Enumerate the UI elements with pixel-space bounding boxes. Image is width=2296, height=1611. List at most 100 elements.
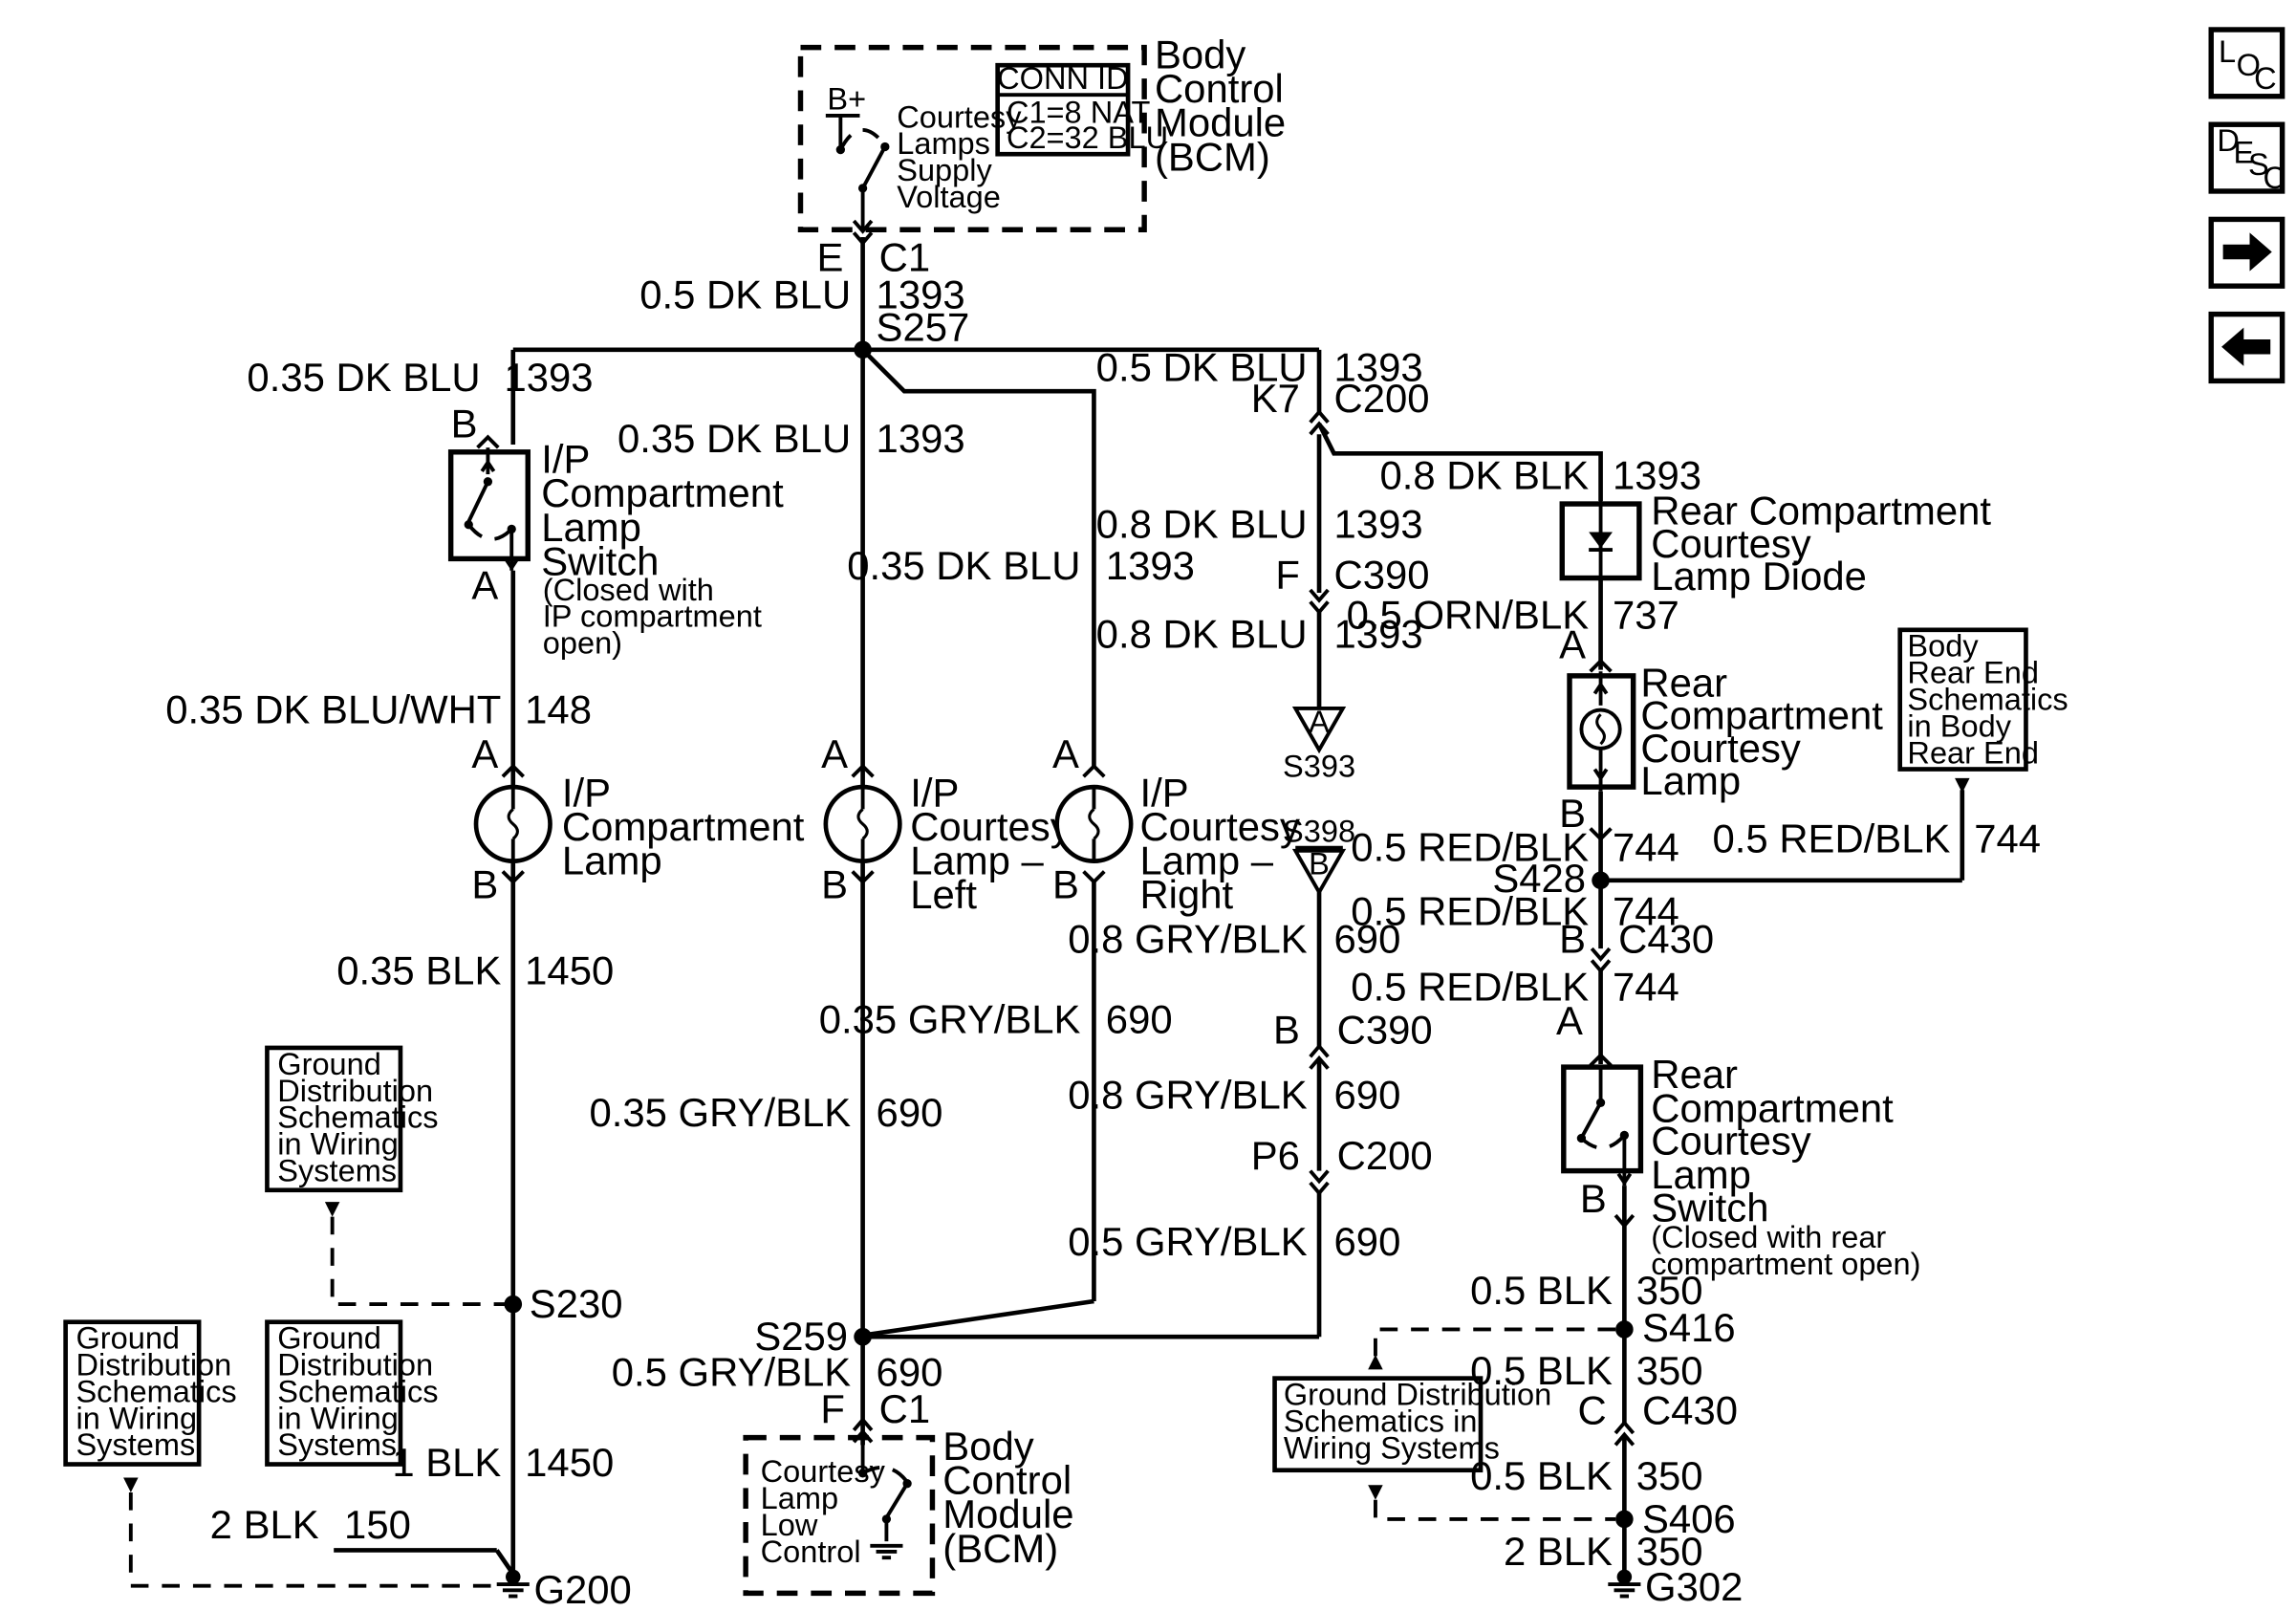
offpage-ref-b[interactable]: S398 B (1283, 814, 1355, 897)
ip-switch-title-0-label: I/P (541, 436, 590, 481)
courtesy-right-circuit-out-label: 690 (1106, 996, 1173, 1041)
ground-left-ref-box-2-label: Schematics (277, 1374, 438, 1408)
bcm-top-title-1-label: Control (1155, 66, 1284, 111)
ip-switch-note-0-label: (Closed with (543, 573, 714, 607)
ip-lamp-wire-out-label: 0.35 BLK (336, 947, 501, 992)
bcm-bottom-pin-label: F (820, 1386, 845, 1431)
courtesy-left-title-2-label: Lamp – (910, 838, 1044, 883)
ground-left-wire-a-label: 1 BLK (392, 1440, 501, 1485)
courtesy-right-wire-out-label: 0.35 GRY/BLK (819, 996, 1081, 1041)
diode-circuit-out-label: 737 (1613, 592, 1679, 637)
rear-switch-pin-in-label: A (1556, 998, 1583, 1043)
rear-feed-ref-b-id-label: S398 (1283, 814, 1355, 848)
bcm-top-function-3-label: Voltage (897, 180, 1001, 214)
ip-lamp-circuit-out-label: 1450 (525, 947, 614, 992)
ip-lamp-title-0-label: I/P (562, 770, 611, 815)
ground-distribution-ref-upper[interactable]: Ground Distribution Schematics in Wiring… (265, 1045, 439, 1193)
bcm-bottom-function-1-label: Lamp (761, 1481, 838, 1515)
rear-lamp-title-1-label: Compartment (1640, 693, 1883, 738)
ground-right-circuit2-label: 350 (1636, 1348, 1703, 1393)
body-rear-end-ref[interactable]: Body Rear End Schematics in Body Rear En… (1897, 627, 2069, 772)
diode-wire-out-label: 0.5 ORN/BLK (1347, 592, 1590, 637)
rear-lamp-body-circuit-label: 744 (1974, 816, 2041, 860)
rear-lamp-pin-in-label: A (1559, 621, 1586, 666)
rear-feed-circuit2-label: 1393 (1334, 502, 1423, 547)
rear-lamp-pin-out-label: B (1559, 791, 1586, 836)
bcm-top-title-0-label: Body (1155, 32, 1245, 76)
bcm-bottom: Courtesy Lamp Low Control (743, 1434, 936, 1597)
rear-compartment-courtesy-lamp-diode (1559, 500, 1642, 581)
prev-button[interactable] (2208, 311, 2285, 384)
ground-left-ref-box-3-label: in Wiring (277, 1401, 399, 1435)
ground-right-pin-label: C (1578, 1388, 1607, 1433)
ground-right-wire3-label: 0.5 BLK (1470, 1453, 1613, 1498)
rear-switch-pin-out-label: B (1580, 1176, 1607, 1221)
rear-lamp-body-ref-2-label: Schematics (1907, 683, 2068, 717)
rear-feed-wire6-label: 0.5 GRY/BLK (1068, 1219, 1308, 1264)
splice-s406 (1615, 1510, 1634, 1529)
ground-distribution-ref-left[interactable]: Ground Distribution Schematics in Wiring… (63, 1319, 237, 1467)
rear-compartment-courtesy-lamp-switch (1561, 1064, 1644, 1186)
ip-switch-wire-in-label: 0.35 DK BLU (247, 355, 480, 400)
courtesy-left-circuit-in-label: 1393 (877, 416, 965, 461)
diode-wire-in-label: 0.8 DK BLK (1380, 453, 1590, 498)
courtesy-left-pin-in-label: A (821, 731, 848, 776)
ground-distribution-ref-middle[interactable]: Ground Distribution Schematics in Wiring… (265, 1319, 439, 1467)
ip-lamp-pin-in-label: A (471, 731, 498, 776)
rear-feed-circuit6-label: 690 (1334, 1219, 1401, 1264)
rear-lamp-circuit-out-label: 744 (1613, 825, 1679, 870)
conn-id-header: CONN ID (997, 61, 1128, 96)
rear-compartment-courtesy-lamp (1567, 671, 1636, 792)
bcm-top-pin-label: E (817, 235, 844, 280)
rear-feed-conn4-label: C390 (1337, 1007, 1433, 1052)
ground-distribution-ref-right[interactable]: Ground Distribution Schematics in Wiring… (1272, 1376, 1552, 1473)
ip-switch-circuit-in-label: 1393 (504, 355, 593, 400)
rear-feed-pin5-label: P6 (1251, 1133, 1300, 1178)
bcm-bottom-title-2-label: Module (942, 1491, 1073, 1536)
bcm-top-function-2-label: Supply (897, 153, 992, 187)
bcm-top-conn-rows-1-label: C2=32 BLU (1007, 120, 1168, 155)
ip-compartment-lamp-switch (447, 447, 531, 572)
loc-button[interactable]: L O C (2208, 27, 2285, 99)
rear-lamp-splice-label: S428 (1492, 856, 1586, 901)
bcm-top-function-0-label: Courtesy (897, 99, 1022, 134)
courtesy-left-title-1-label: Courtesy (910, 804, 1071, 849)
rear-lamp-body-ref-3-label: in Body (1907, 708, 2011, 743)
rear-lamp-body-wire-label: 0.5 RED/BLK (1713, 816, 1951, 860)
ground-left-ref-box-4-label: Systems (277, 1153, 397, 1187)
trunk-wire-label: 0.5 DK BLU (639, 272, 851, 316)
rear-lamp-body-ref-1-label: Rear End (1907, 656, 2039, 690)
ip-switch-pin-in-label: B (451, 401, 478, 446)
ground-left-ref-box-2-label: Schematics (277, 1100, 438, 1135)
ground-left-ref-box-1-label: Distribution (277, 1348, 433, 1382)
courtesy-left-wire-out-label: 0.35 GRY/BLK (589, 1090, 851, 1135)
ground-left-splice-label: S230 (530, 1281, 623, 1326)
rear-lamp-title-2-label: Courtesy (1640, 726, 1801, 771)
ground-right-ref-box-2-label: Wiring Systems (1284, 1430, 1500, 1465)
bcm-bottom-connector-label: C1 (879, 1386, 931, 1431)
bcm-top: CONN ID C1=8 NAT C2=32 BLU Body Control … (797, 32, 1286, 232)
rear-lamp-circuit-c-label: 744 (1613, 964, 1679, 1009)
rear-feed-conn5-label: C200 (1337, 1133, 1433, 1178)
courtesy-left-circuit-out-label: 690 (877, 1090, 943, 1135)
courtesy-right-title-1-label: Courtesy (1139, 804, 1300, 849)
courtesy-left-title-0-label: I/P (910, 770, 959, 815)
ground-right-conn-label: C430 (1642, 1388, 1738, 1433)
rear-lamp-conn-c430-label: C430 (1618, 917, 1714, 962)
ground-left-circuit-a-label: 1450 (525, 1440, 614, 1485)
nav-desc-0-label: D (2217, 123, 2240, 158)
ground-right-circuit3-label: 350 (1636, 1453, 1703, 1498)
rear-lamp-wire-b-label: 0.5 RED/BLK (1351, 888, 1589, 933)
courtesy-left-wire-in-label: 0.35 DK BLU (617, 416, 851, 461)
ground-left-ref-box-4-label: Systems (277, 1427, 397, 1462)
ground-right-wire1-label: 0.5 BLK (1470, 1268, 1613, 1313)
next-button[interactable] (2208, 216, 2285, 289)
nav-loc-2-label: C (2254, 61, 2277, 96)
diode-title-0-label: Rear Compartment (1651, 489, 1991, 533)
courtesy-right-title-3-label: Right (1139, 872, 1233, 917)
offpage-ref-a[interactable]: A S393 (1283, 705, 1355, 784)
desc-button[interactable]: D E S C (2208, 121, 2285, 195)
diode-title-1-label: Courtesy (1651, 521, 1811, 566)
ground-right-splice2-label: S406 (1642, 1496, 1736, 1541)
rear-switch-title-1-label: Compartment (1651, 1085, 1894, 1130)
